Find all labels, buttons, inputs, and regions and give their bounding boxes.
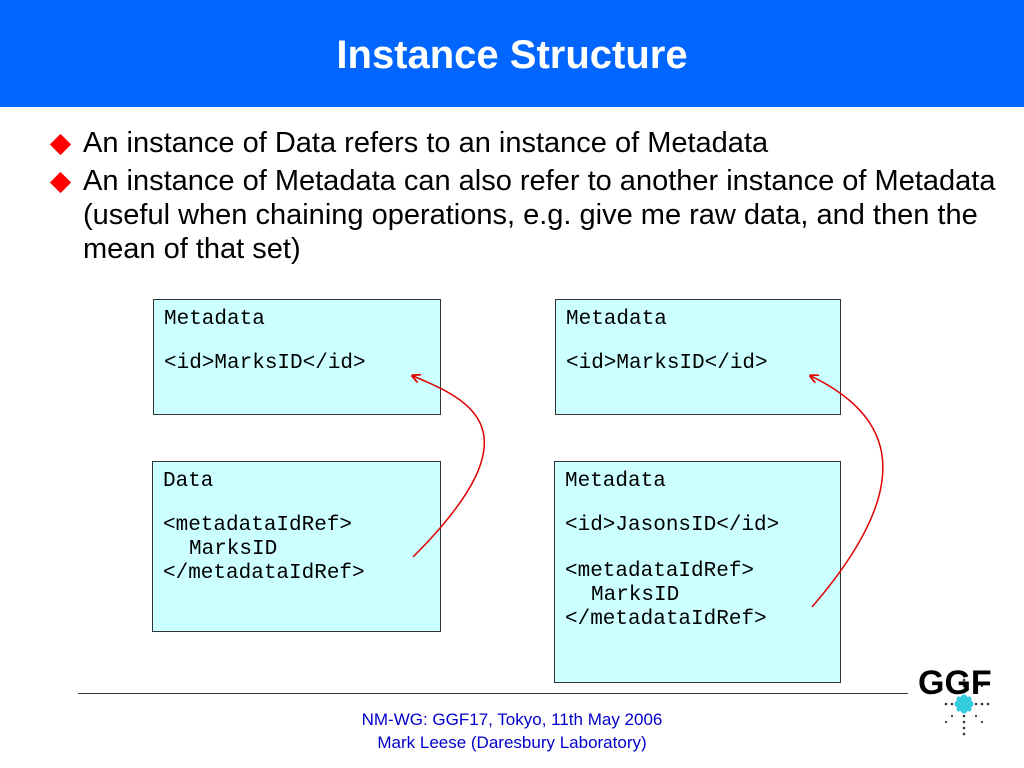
footer-line-2: Mark Leese (Daresbury Laboratory) [377, 733, 647, 752]
box-header: Data [163, 470, 214, 493]
metadata-box-right: Metadata <id>MarksID</id> [555, 299, 841, 415]
box-id-line: <id>MarksID</id> [164, 352, 366, 375]
bullet-item: An instance of Data refers to an instanc… [49, 126, 1000, 160]
logo-text: GGF [918, 664, 992, 702]
footer-line-1: NM-WG: GGF17, Tokyo, 11th May 2006 [361, 710, 663, 729]
reference-arrow-left [413, 376, 485, 558]
title-bar [0, 0, 1024, 107]
bullet-text: An instance of Metadata can also refer t… [83, 165, 996, 265]
box-id-line: <id>JasonsID</id> [565, 514, 780, 537]
footer-divider [78, 693, 908, 694]
slide-title: Instance Structure [336, 33, 688, 77]
chained-metadata-box: Metadata <id>JasonsID</id> <metadataIdRe… [554, 461, 841, 683]
box-header: Metadata [164, 308, 265, 331]
box-id-line: <id>MarksID</id> [566, 352, 768, 375]
bullet-text: An instance of Data refers to an instanc… [83, 127, 769, 159]
metadata-box-left: Metadata <id>MarksID</id> [153, 299, 441, 415]
ref-open-tag: <metadataIdRef> [565, 560, 755, 583]
footer: NM-WG: GGF17, Tokyo, 11th May 2006 Mark … [262, 708, 762, 754]
bullet-list: An instance of Data refers to an instanc… [49, 126, 1000, 270]
ref-close-tag: </metadataIdRef> [565, 608, 767, 631]
bullet-item: An instance of Metadata can also refer t… [49, 164, 1000, 266]
ggf-logo-icon: GGF [918, 664, 992, 736]
ref-close-tag: </metadataIdRef> [163, 562, 365, 585]
ref-value: MarksID [189, 538, 278, 561]
ref-value: MarksID [591, 584, 680, 607]
box-header: Metadata [565, 470, 666, 493]
reference-arrow-right [811, 376, 884, 608]
data-box: Data <metadataIdRef> MarksID </metadataI… [152, 461, 441, 632]
box-header: Metadata [566, 308, 667, 331]
ref-open-tag: <metadataIdRef> [163, 514, 353, 537]
